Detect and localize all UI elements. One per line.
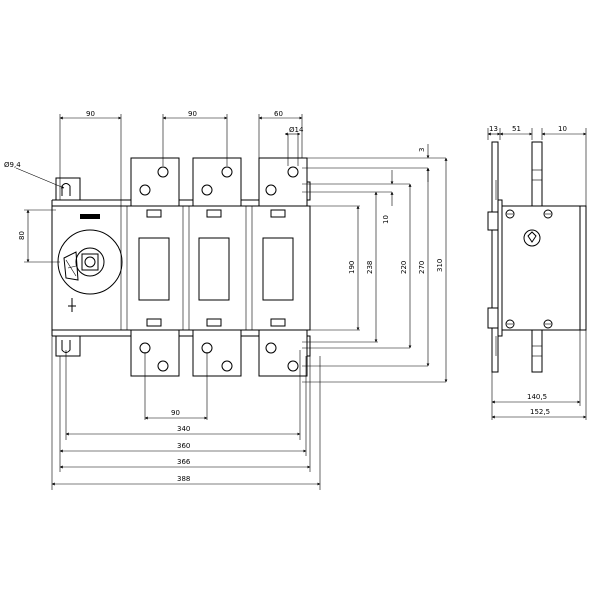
dim-13: 13 <box>489 125 498 133</box>
dim-140-5: 140,5 <box>527 393 547 401</box>
side-bottom-dimensions: 140,5 152,5 <box>491 330 587 420</box>
terminal-top <box>130 157 180 207</box>
terminal-bottom <box>130 329 180 377</box>
dim-360: 360 <box>177 442 190 450</box>
dim-220: 220 <box>400 261 408 274</box>
pole-1 <box>130 157 180 377</box>
dim-hole-9-4: Ø9,4 <box>4 161 21 169</box>
front-view: 90 90 60 Ø14 Ø9,4 80 <box>4 110 448 490</box>
dim-90-left: 90 <box>86 110 95 118</box>
terminal-top <box>258 157 308 207</box>
dim-10-side: 10 <box>558 125 567 133</box>
top-dimensions: 90 90 60 Ø14 <box>59 110 304 206</box>
dim-80: 80 <box>18 231 26 240</box>
vertical-dimensions: 3 10 190 238 220 270 310 <box>302 144 448 383</box>
dim-10: 10 <box>382 215 390 224</box>
terminal-top-side <box>531 141 543 207</box>
side-view: 13 51 10 140,5 152,5 <box>487 125 587 420</box>
pole-2 <box>192 157 242 377</box>
terminal-top <box>192 157 242 207</box>
dim-388: 388 <box>177 475 190 483</box>
indicator-bar <box>80 214 100 219</box>
dim-3: 3 <box>418 148 426 152</box>
dim-340: 340 <box>177 425 190 433</box>
dim-310: 310 <box>436 259 444 272</box>
side-top-dimensions: 13 51 10 <box>487 125 587 206</box>
terminal-bottom <box>258 329 308 377</box>
terminal-bottom <box>192 329 242 377</box>
dim-238: 238 <box>366 261 374 274</box>
dim-152-5: 152,5 <box>530 408 550 416</box>
pole-3 <box>258 157 308 377</box>
dim-366: 366 <box>177 458 191 466</box>
side-housing <box>501 205 587 331</box>
dim-90-mid: 90 <box>188 110 197 118</box>
dim-190: 190 <box>348 261 356 274</box>
dim-51: 51 <box>512 125 521 133</box>
dim-60: 60 <box>274 110 283 118</box>
terminal-bottom-side <box>531 329 543 373</box>
shaft-hole <box>523 229 541 247</box>
dim-90-bottom: 90 <box>171 409 180 417</box>
dim-270: 270 <box>418 261 426 274</box>
dim-hole-dia: Ø14 <box>289 126 304 134</box>
handle-offset-dimension: 80 <box>18 209 60 263</box>
bottom-dimensions: 90 340 360 366 388 <box>51 336 321 490</box>
mount-hole-callout: Ø9,4 <box>4 161 65 189</box>
